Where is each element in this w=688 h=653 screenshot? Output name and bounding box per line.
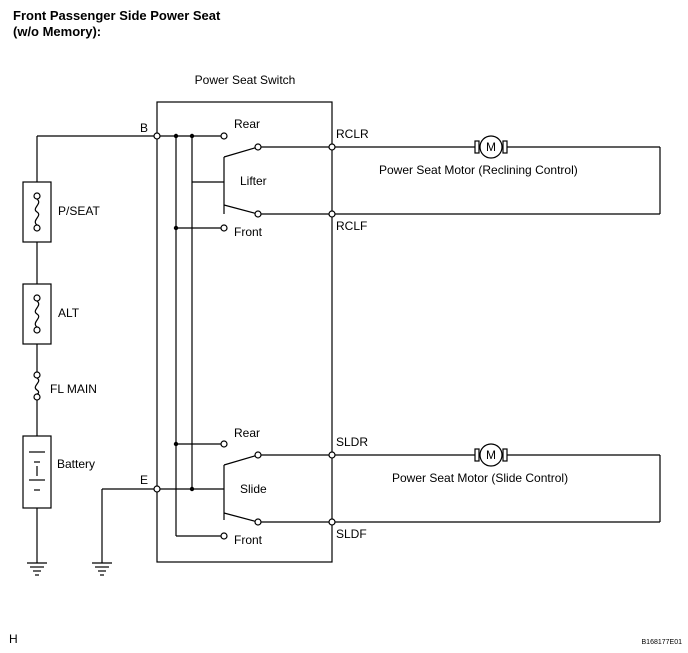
terminal-e-label: E bbox=[140, 473, 148, 487]
reclining-motor-circuit bbox=[335, 146, 661, 215]
terminal-b bbox=[153, 132, 161, 140]
figure-id: B168177E01 bbox=[642, 639, 683, 646]
sldf-label: SLDF bbox=[336, 527, 367, 541]
rclr-label: RCLR bbox=[336, 127, 369, 141]
lifter-rear-label: Rear bbox=[234, 117, 260, 131]
supply-wiring bbox=[36, 135, 157, 563]
slide-label: Slide bbox=[240, 482, 267, 496]
power-seat-switch-label: Power Seat Switch bbox=[195, 73, 296, 87]
rclf-label: RCLF bbox=[336, 219, 367, 233]
switch-ground-icon bbox=[92, 488, 157, 576]
sldr-label: SLDR bbox=[336, 435, 368, 449]
lifter-switch-contacts bbox=[220, 132, 262, 232]
slide-front-label: Front bbox=[234, 533, 263, 547]
power-seat-switch-box bbox=[156, 101, 333, 563]
terminal-e bbox=[153, 485, 161, 493]
fl-main-label: FL MAIN bbox=[50, 382, 97, 396]
footer-mark: H bbox=[9, 632, 18, 646]
reclining-motor-icon bbox=[474, 135, 508, 159]
lifter-label: Lifter bbox=[240, 174, 267, 188]
battery-label: Battery bbox=[57, 457, 95, 471]
alt-fuse-label: ALT bbox=[58, 306, 80, 320]
output-terminals bbox=[261, 143, 336, 526]
reclining-motor-label: Power Seat Motor (Reclining Control) bbox=[379, 163, 578, 177]
slide-motor-label: Power Seat Motor (Slide Control) bbox=[392, 471, 568, 485]
lifter-front-label: Front bbox=[234, 225, 263, 239]
reclining-motor-symbol: M bbox=[486, 140, 496, 154]
e-bus-wiring bbox=[160, 133, 224, 492]
diagram-subtitle: (w/o Memory): bbox=[13, 24, 102, 39]
slide-motor-icon bbox=[474, 443, 508, 467]
slide-motor-circuit bbox=[335, 454, 661, 523]
slide-rear-label: Rear bbox=[234, 426, 260, 440]
battery-symbol bbox=[22, 435, 52, 509]
terminal-b-label: B bbox=[140, 121, 148, 135]
p-seat-fuse-label: P/SEAT bbox=[58, 204, 100, 218]
diagram-title: Front Passenger Side Power Seat bbox=[13, 8, 221, 23]
battery-ground-icon bbox=[27, 562, 47, 576]
fl-main-link bbox=[33, 371, 41, 401]
slide-switch-contacts bbox=[220, 440, 262, 540]
alt-fuse bbox=[22, 283, 52, 345]
p-seat-fuse bbox=[22, 181, 52, 243]
slide-motor-symbol: M bbox=[486, 448, 496, 462]
